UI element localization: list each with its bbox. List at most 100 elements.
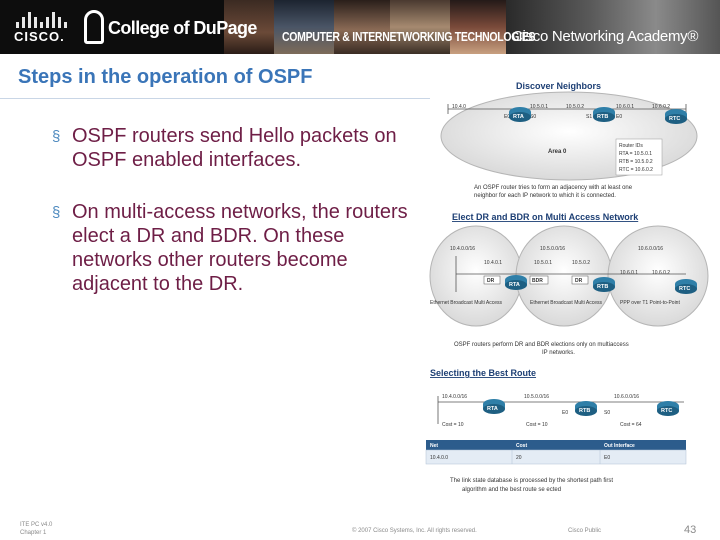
table-header: Out Interface	[604, 443, 635, 449]
route-table: Net Cost Out Interface 10.4.0.0 20 E0	[426, 440, 686, 464]
role-tag-label: DR	[487, 278, 495, 284]
router-label: RTC	[669, 116, 680, 122]
cost-label: Cost = 10	[526, 422, 548, 428]
router-label: RTA	[513, 114, 524, 120]
bullet-text: On multi-access networks, the routers el…	[72, 201, 408, 295]
network-type-label: Ethernet Broadcast Multi Access	[530, 300, 602, 306]
title-divider	[0, 98, 430, 99]
subnet-label: 10.5.0.0/16	[540, 246, 565, 252]
banner-photo	[450, 0, 506, 54]
net-label: 10.5.0.2	[566, 104, 584, 110]
cost-label: Cost = 10	[442, 422, 464, 428]
interface-label: S1	[586, 114, 592, 120]
academy-name: Cisco Networking Academy®	[512, 28, 698, 45]
diagram-caption: algorithm and the best route se ected	[462, 487, 561, 493]
discover-neighbors-diagram: Discover Neighbors 10.4.0 10.5.0.1 10.5.…	[424, 76, 714, 204]
subnet-label: 10.4.0.0/16	[450, 246, 475, 252]
address-label: 10.4.0.1	[484, 260, 502, 266]
address-label: 10.6.0.1	[620, 270, 638, 276]
address-label: 10.5.0.1	[534, 260, 552, 266]
footer-course-line: ITE PC v4.0	[20, 521, 52, 529]
router-label: RTC	[661, 408, 672, 414]
college-mark-icon	[84, 10, 104, 44]
college-name: College of DuPage	[108, 18, 257, 39]
banner-photo	[334, 0, 390, 54]
bullet-marker-icon: §	[52, 125, 60, 149]
diagram-caption: IP networks.	[542, 350, 575, 356]
router-label: RTB	[597, 284, 608, 290]
table-cell: E0	[604, 455, 610, 461]
diagram-caption: The link state database is processed by …	[450, 478, 613, 484]
interface-label: E0	[562, 410, 568, 416]
neighbor-table-line: RTB = 10.5.0.2	[619, 159, 653, 165]
router-label: RTB	[597, 114, 608, 120]
table-cell: 10.4.0.0	[430, 455, 448, 461]
neighbor-table-line: RTC = 10.6.0.2	[619, 167, 653, 173]
network-cloud	[430, 226, 522, 326]
net-label: 10.6.0.1	[616, 104, 634, 110]
router-icon: RTA	[509, 107, 531, 122]
address-label: 10.6.0.2	[652, 270, 670, 276]
role-tag-label: DR	[575, 278, 583, 284]
subnet-label: 10.4.0.0/16	[442, 394, 467, 400]
area-label: Area 0	[548, 149, 567, 155]
diagram-caption: OSPF routers perform DR and BDR election…	[454, 342, 629, 348]
table-header: Cost	[516, 443, 527, 449]
footer-course: ITE PC v4.0 Chapter 1	[20, 521, 52, 537]
cisco-wordmark: CISCO.	[14, 29, 65, 44]
router-icon: RTC	[665, 109, 687, 124]
bullet-marker-icon: §	[52, 201, 60, 225]
router-icon: RTC	[675, 279, 697, 294]
interface-label: E0	[616, 114, 622, 120]
cost-label: Cost = 64	[620, 422, 642, 428]
net-label: 10.4.0	[452, 104, 466, 110]
neighbor-table-line: RTA = 10.5.0.1	[619, 151, 652, 157]
router-label: RTC	[679, 286, 690, 292]
subnet-label: 10.6.0.0/16	[638, 246, 663, 252]
footer-classification: Cisco Public	[568, 528, 601, 534]
router-label: RTA	[509, 282, 520, 288]
diagram-title: Selecting the Best Route	[430, 368, 536, 378]
bullet-item: § OSPF routers send Hello packets on OSP…	[52, 124, 422, 172]
router-icon: RTB	[593, 277, 615, 292]
subnet-label: 10.6.0.0/16	[614, 394, 639, 400]
cisco-logo: CISCO.	[14, 10, 68, 44]
router-icon: RTA	[505, 275, 527, 290]
banner-photo	[390, 0, 450, 54]
router-icon: RTB	[575, 401, 597, 416]
best-route-diagram: Selecting the Best Route 10.4.0.0/16 10.…	[424, 364, 714, 498]
router-icon: RTC	[657, 401, 679, 416]
banner-photo	[506, 0, 720, 54]
diagram-caption: An OSPF router tries to form an adjacenc…	[474, 185, 633, 191]
elect-dr-diagram: Elect DR and BDR on Multi Access Network…	[424, 208, 714, 362]
router-label: RTB	[579, 408, 590, 414]
interface-label: S0	[604, 410, 610, 416]
role-tag-label: BDR	[532, 278, 543, 284]
cisco-bars-icon	[16, 10, 66, 28]
footer-copyright: © 2007 Cisco Systems, Inc. All rights re…	[352, 528, 477, 534]
table-cell: 20	[516, 455, 522, 461]
table-header: Net	[430, 443, 438, 449]
diagram-title: Elect DR and BDR on Multi Access Network	[452, 212, 639, 222]
network-cloud	[608, 226, 708, 326]
college-logo: College of DuPage	[84, 8, 218, 46]
neighbor-table-line: Router IDs	[619, 143, 643, 149]
diagram-caption: neighbor for each IP network to which it…	[474, 193, 616, 199]
bullet-list: § OSPF routers send Hello packets on OSP…	[52, 124, 422, 324]
network-type-label: PPP over T1 Point-to-Point	[620, 300, 680, 306]
net-label: 10.6.0.2	[652, 104, 670, 110]
header-banner: CISCO. College of DuPage COMPUTER & INTE…	[0, 0, 720, 54]
address-label: 10.5.0.2	[572, 260, 590, 266]
page-number: 43	[684, 524, 696, 536]
banner-photo	[274, 0, 334, 54]
program-name: COMPUTER & INTERNETWORKING TECHNOLOGIES	[282, 30, 535, 45]
router-label: RTA	[487, 406, 498, 412]
net-label: 10.5.0.1	[530, 104, 548, 110]
slide-title: Steps in the operation of OSPF	[18, 66, 312, 89]
router-icon: RTA	[483, 399, 505, 414]
network-type-label: Ethernet Broadcast Multi Access	[430, 300, 502, 306]
footer-course-line: Chapter 1	[20, 529, 52, 537]
subnet-label: 10.5.0.0/16	[524, 394, 549, 400]
bullet-item: § On multi-access networks, the routers …	[52, 200, 422, 296]
bullet-text: OSPF routers send Hello packets on OSPF …	[72, 125, 397, 171]
